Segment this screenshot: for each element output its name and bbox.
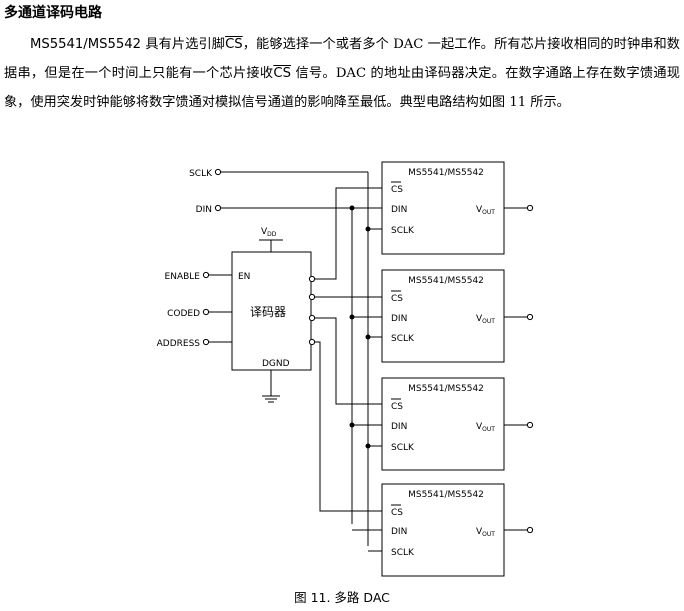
cs-signal-text: CS xyxy=(273,66,291,81)
coded-input-label: CODED xyxy=(167,309,200,319)
dac-vout-pin-label: VOUT xyxy=(476,527,495,538)
junction-dot xyxy=(349,422,355,428)
dac-cs-pin-label: CS xyxy=(391,508,403,518)
dac-cs-pin-label: CS xyxy=(391,402,403,412)
din-terminal xyxy=(214,204,222,212)
dac-chip-title: MS5541/MS5542 xyxy=(408,168,484,178)
junction-dot xyxy=(349,205,355,211)
dac-din-pin-label: DIN xyxy=(391,314,407,324)
dac-din-pin-label: DIN xyxy=(391,205,407,215)
din-input-label: DIN xyxy=(196,205,212,215)
sclk-input-label: SCLK xyxy=(189,169,213,179)
dac-vout-pin-label: VOUT xyxy=(476,422,495,433)
dac-vout-pin-label: VOUT xyxy=(476,314,495,325)
decoder-dgnd-label: DGND xyxy=(262,359,290,369)
junction-dot xyxy=(365,334,371,340)
dac-sclk-pin-label: SCLK xyxy=(391,334,415,344)
dac-chip-title: MS5541/MS5542 xyxy=(408,490,484,500)
dac-sclk-pin-label: SCLK xyxy=(391,548,415,558)
dac-vout-pin-label: VOUT xyxy=(476,205,495,216)
dac-din-pin-label: DIN xyxy=(391,422,407,432)
junction-dot xyxy=(365,226,371,232)
paragraph-text-1: 具有片选引脚 xyxy=(141,37,226,52)
vdd-label: VDD xyxy=(261,227,277,238)
paragraph-text-2: ，能够选择一个或者多个 DAC 一起工作。所有芯片接收相同的时钟串和数据串，但是… xyxy=(4,37,680,81)
junction-dot xyxy=(365,443,371,449)
dac-cs-pin-label: CS xyxy=(391,185,403,195)
enable-input-label: ENABLE xyxy=(165,272,201,282)
vout-terminal xyxy=(526,421,534,429)
address-terminal xyxy=(202,338,210,346)
vout-terminal xyxy=(526,204,534,212)
dac-din-pin-label: DIN xyxy=(391,527,407,537)
sclk-terminal xyxy=(214,168,222,176)
decoder-output-pin xyxy=(308,338,316,346)
dac-cs-pin-label: CS xyxy=(391,294,403,304)
dac-sclk-pin-label: SCLK xyxy=(391,443,415,453)
body-paragraph: MS5541/MS5542 具有片选引脚CS，能够选择一个或者多个 DAC 一起… xyxy=(4,30,680,117)
junction-dot xyxy=(349,314,355,320)
decoder-output-pin xyxy=(308,293,316,301)
enable-terminal xyxy=(202,271,210,279)
decoder-en-label: EN xyxy=(238,272,250,282)
dac-chip-title: MS5541/MS5542 xyxy=(408,276,484,286)
figure-caption: 图 11. 多路 DAC xyxy=(294,590,390,605)
address-input-label: ADDRESS xyxy=(157,339,201,349)
vout-terminal xyxy=(526,313,534,321)
dac-sclk-pin-label: SCLK xyxy=(391,226,415,236)
paragraph-text-3: 信号。DAC 的地址由译码器决定。在数字通路上存在数字馈通现象，使用突发时钟能够… xyxy=(4,66,680,110)
decoder-label: 译码器 xyxy=(250,305,286,319)
dac-chip-title: MS5541/MS5542 xyxy=(408,384,484,394)
decoder-output-pin xyxy=(308,314,316,322)
part-number-text: MS5541/MS5542 xyxy=(30,37,142,52)
coded-terminal xyxy=(202,308,210,316)
decoder-output-pin xyxy=(308,275,316,283)
section-heading: 多通道译码电路 xyxy=(4,5,102,21)
cs-pin-text: CS xyxy=(225,37,243,52)
vout-terminal xyxy=(526,526,534,534)
